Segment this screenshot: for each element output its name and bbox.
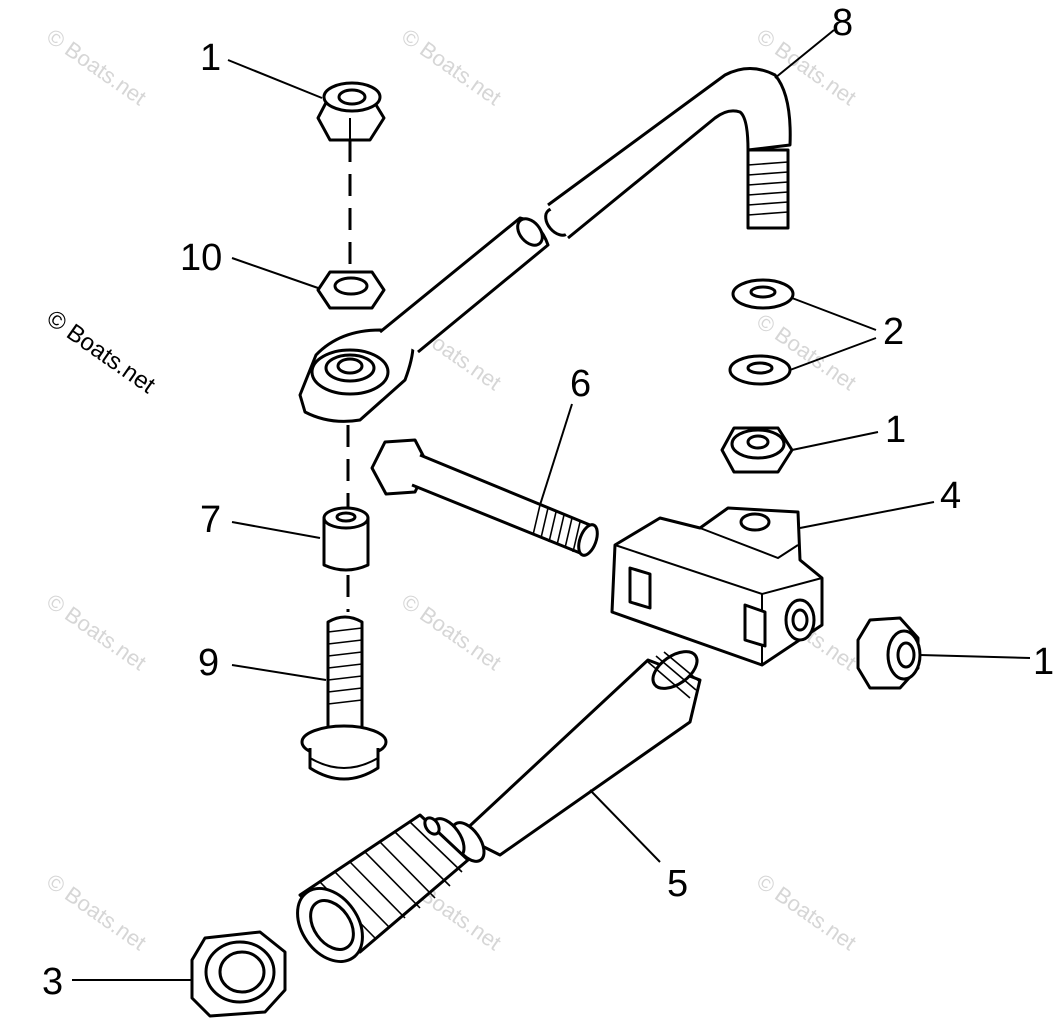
callout-7: 7 <box>200 499 221 541</box>
watermark: © Boats.net <box>397 24 506 111</box>
callout-6: 6 <box>570 363 591 405</box>
callouts: 1 8 10 2 6 1 4 7 1 9 5 3 <box>42 2 1054 1003</box>
locknut-icon <box>720 426 794 474</box>
flat-nut-icon <box>316 270 386 310</box>
flange-bolt-icon <box>300 615 388 781</box>
callout-5: 5 <box>667 863 688 905</box>
washer-icon <box>728 354 792 386</box>
steering-link-rod-icon <box>298 67 792 423</box>
jam-nut-icon <box>190 930 287 1018</box>
callout-2: 2 <box>883 311 904 353</box>
callout-9: 9 <box>198 642 219 684</box>
callout-1-top: 1 <box>200 37 221 79</box>
callout-4: 4 <box>940 475 961 517</box>
threaded-tube-icon <box>296 650 702 963</box>
link-block-icon <box>610 506 824 667</box>
watermark: © Boats.net <box>42 24 151 111</box>
locknut-icon <box>316 81 386 142</box>
flange-bolt-threads <box>327 627 363 705</box>
spacer-icon <box>322 506 370 572</box>
tube-end-threads <box>647 651 701 699</box>
locknut-icon <box>856 616 922 690</box>
watermark: © Boats.net <box>42 869 151 956</box>
watermark-main: © Boats.net <box>42 305 161 399</box>
washer-icon <box>731 278 795 310</box>
leader-lines <box>72 29 1031 981</box>
bolt-icon <box>370 438 599 557</box>
watermark: © Boats.net <box>42 589 151 676</box>
watermark: © Boats.net <box>752 869 861 956</box>
bolt-threads <box>532 504 581 553</box>
callout-1-mid: 1 <box>885 409 906 451</box>
callout-1-right: 1 <box>1033 641 1054 683</box>
callout-8: 8 <box>832 2 853 44</box>
stud-threads <box>747 161 789 216</box>
callout-3: 3 <box>42 961 63 1003</box>
watermark: © Boats.net <box>397 589 506 676</box>
callout-10: 10 <box>180 237 222 279</box>
